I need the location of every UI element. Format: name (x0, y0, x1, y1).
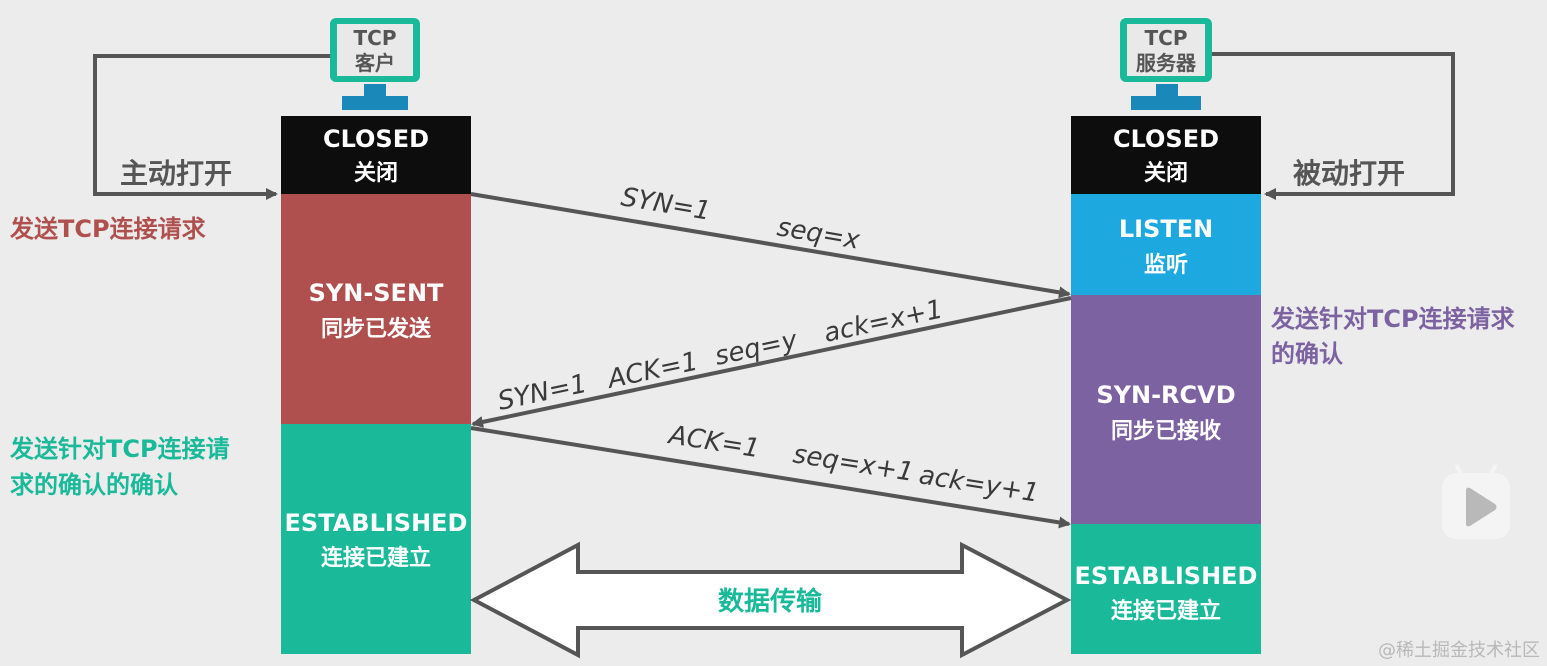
server-state-syn-rcvd-title: SYN-RCVD (1096, 381, 1235, 409)
msg1-seq-label: seq=x (775, 212, 863, 255)
server-computer-label-tcp: TCP (1145, 26, 1188, 50)
server-state-syn-rcvd-subtitle: 同步已接收 (1111, 418, 1221, 444)
server-state-established-subtitle: 连接已建立 (1111, 598, 1221, 624)
client-state-column: CLOSED 关闭 SYN-SENT 同步已发送 ESTABLISHED 连接已… (281, 116, 471, 654)
server-state-listen-title: LISTEN (1119, 215, 1213, 243)
client-computer-icon: TCP 客户 (330, 18, 420, 110)
send-syn-ack-label-line1: 发送针对TCP连接请求 (1270, 305, 1515, 333)
active-open-arrow (93, 54, 330, 200)
client-state-syn-sent-title: SYN-SENT (309, 279, 444, 307)
server-state-established (1071, 524, 1261, 654)
client-state-established (281, 424, 471, 654)
server-computer-label-name: 服务器 (1136, 51, 1197, 75)
server-state-column: CLOSED 关闭 LISTEN 监听 SYN-RCVD 同步已接收 ESTAB… (1071, 116, 1261, 654)
server-state-closed-subtitle: 关闭 (1144, 161, 1188, 186)
client-state-closed (281, 116, 471, 194)
send-syn-ack-label-line2: 的确认 (1271, 340, 1343, 368)
syn-ack-arrow (471, 296, 1072, 428)
client-state-established-subtitle: 连接已建立 (321, 545, 431, 571)
ack-arrow (470, 426, 1071, 529)
server-state-established-title: ESTABLISHED (1075, 562, 1258, 590)
server-state-syn-rcvd (1071, 295, 1261, 524)
client-computer-label-tcp: TCP (354, 26, 397, 50)
server-state-listen (1071, 194, 1261, 295)
passive-open-label: 被动打开 (1293, 157, 1405, 190)
send-ack-label-line1: 发送针对TCP连接请 (9, 435, 230, 463)
msg3-ack-flag-label: ACK=1 (665, 420, 762, 464)
server-computer-icon: TCP 服务器 (1120, 18, 1212, 110)
active-open-label: 主动打开 (120, 157, 232, 190)
server-state-closed (1071, 116, 1261, 194)
data-transfer-arrow (469, 541, 1072, 659)
syn-arrow (470, 192, 1071, 299)
client-state-established-title: ESTABLISHED (285, 509, 468, 537)
client-state-syn-sent (281, 194, 471, 424)
watermark: @稀土掘金技术社区 (1378, 640, 1540, 661)
client-computer-label-name: 客户 (354, 51, 395, 75)
server-state-listen-subtitle: 监听 (1144, 252, 1188, 278)
passive-open-arrow (1212, 52, 1455, 200)
msg2-ack-label: ack=x+1 (821, 294, 945, 348)
client-state-syn-sent-subtitle: 同步已发送 (321, 316, 431, 342)
send-ack-label-line2: 求的确认的确认 (10, 471, 178, 499)
play-button-icon[interactable] (1442, 464, 1510, 539)
client-state-closed-subtitle: 关闭 (354, 161, 398, 186)
data-transfer-label: 数据传输 (718, 586, 823, 617)
client-state-closed-title: CLOSED (323, 125, 429, 153)
send-request-label: 发送TCP连接请求 (9, 215, 206, 243)
server-state-closed-title: CLOSED (1113, 125, 1219, 153)
